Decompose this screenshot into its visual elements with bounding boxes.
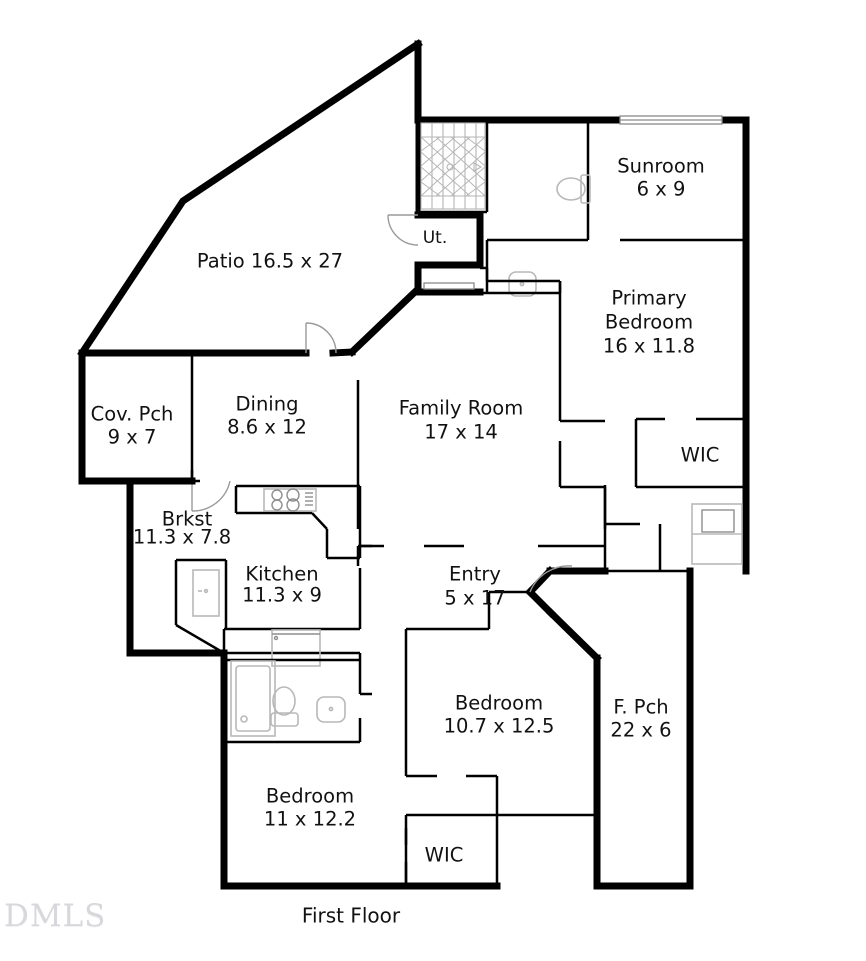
patio-outline [77,39,423,358]
label-bedroom3-dimensions: 11 x 12.2 [264,808,356,831]
entry-angled-wall [489,566,609,663]
bathtub-fixture [230,660,276,737]
label-dining-name: Dining [236,393,299,416]
mls-watermark: DMLS [4,898,106,934]
bedroom2-walls [404,592,597,817]
utility-door-icon [387,214,419,246]
label-dining-dimensions: 8.6 x 12 [227,416,307,439]
label-sunroom-name: Sunroom [617,155,705,178]
label-bedroom2-name: Bedroom [455,692,543,715]
label-breakfast-dimensions: 11.3 x 7.8 [133,526,231,549]
window [423,282,475,290]
patio-door-icon [305,322,337,354]
toilet-fixture [270,686,299,727]
sink-fixture [316,696,346,723]
label-family-room-dimensions: 17 x 14 [424,421,498,444]
label-patio: Patio 16.5 x 27 [197,250,343,273]
watermark-text: DMLS [4,898,107,934]
window [619,115,723,125]
label-wic-bedroom: WIC [425,844,464,867]
label-cov-porch-dimensions: 9 x 7 [108,426,157,449]
label-front-porch-name: F. Pch [613,696,668,719]
primary-bedroom-walls [558,281,746,571]
room-labels: Patio 16.5 x 27 Ut. Sunroom 6 x 9 Primar… [91,155,720,928]
sink-fixture [508,271,537,297]
label-primary-bedroom-line2: Bedroom [605,311,693,334]
label-bedroom2-dimensions: 10.7 x 12.5 [444,715,555,738]
bedroom3-walls [220,738,501,890]
label-cov-porch-name: Cov. Pch [91,403,174,426]
cooktop-fixture [263,488,317,512]
utility-room-walls [414,211,487,296]
toilet-fixture [556,174,591,204]
front-door-icon [529,565,573,593]
stairs-hatch [420,122,486,210]
label-utility: Ut. [423,228,448,248]
washer-dryer-fixture [691,503,743,565]
label-kitchen-name: Kitchen [245,563,318,586]
page-title: First Floor [302,904,401,928]
bathroom-walls [220,649,372,746]
label-entry-name: Entry [449,563,501,586]
entry-family-partitions [356,380,607,566]
breakfast-kitchen-walls [126,477,372,657]
refrigerator-fixture [271,629,321,667]
label-wic-primary: WIC [681,444,720,467]
label-front-porch-dimensions: 22 x 6 [610,719,671,742]
label-entry-dimensions: 5 x 17 [444,587,505,610]
door-fixture [192,569,220,617]
label-bedroom3-name: Bedroom [266,785,354,808]
label-sunroom-dimensions: 6 x 9 [637,178,686,201]
porch-door-icon [191,480,231,512]
front-porch-walls [593,567,694,890]
label-primary-bedroom-line1: Primary [611,287,686,310]
label-primary-bedroom-dimensions: 16 x 11.8 [603,335,695,358]
sunroom-walls [485,120,746,281]
label-kitchen-dimensions: 11.3 x 9 [242,584,322,607]
label-family-room-name: Family Room [399,397,523,420]
label-breakfast-name: Brkst [162,508,213,531]
